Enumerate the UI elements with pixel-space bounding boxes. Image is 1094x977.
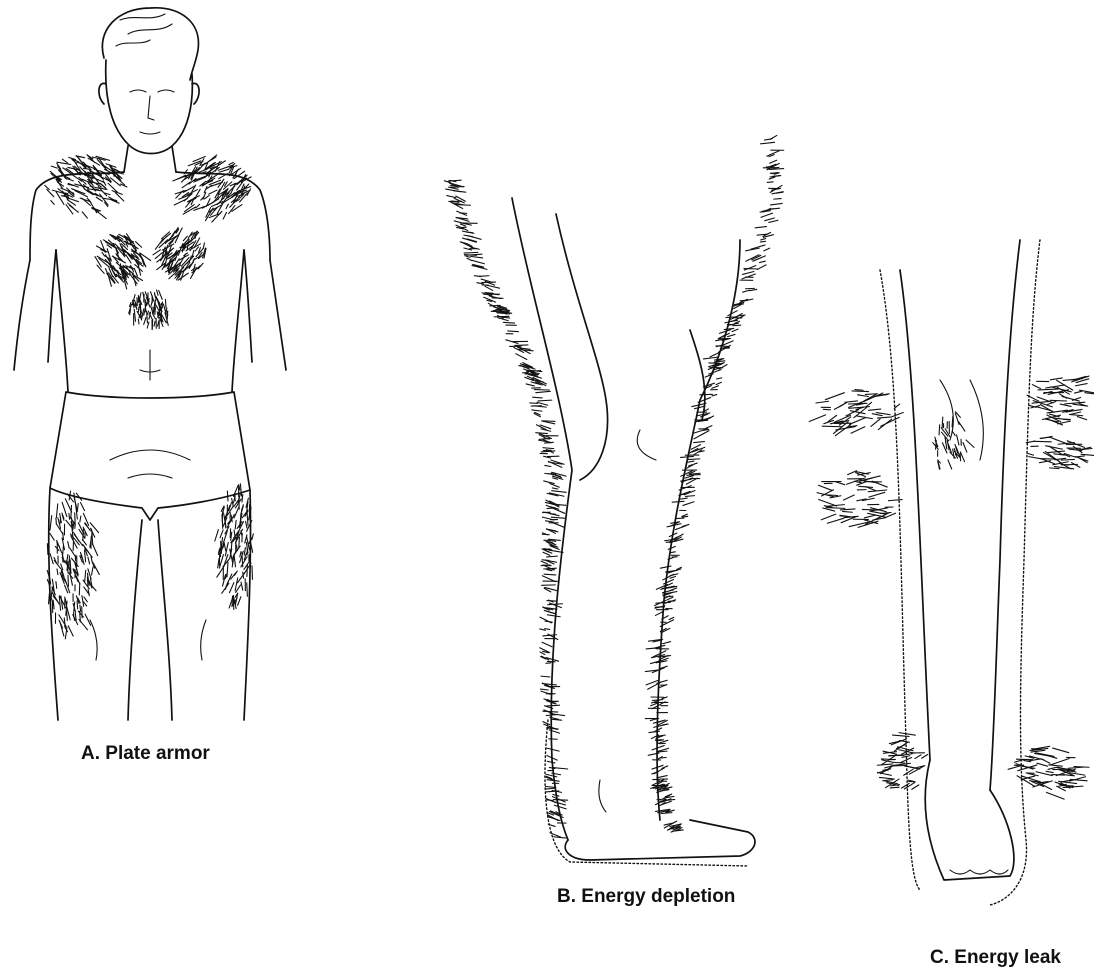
panel-c-legs <box>809 240 1094 905</box>
panel-b-caption: B. Energy depletion <box>557 886 735 908</box>
panel-a-caption: A. Plate armor <box>81 743 210 765</box>
panel-c-caption: C. Energy leak <box>930 947 1061 969</box>
panel-a-figure <box>14 8 286 720</box>
panel-b-legs <box>444 135 783 866</box>
